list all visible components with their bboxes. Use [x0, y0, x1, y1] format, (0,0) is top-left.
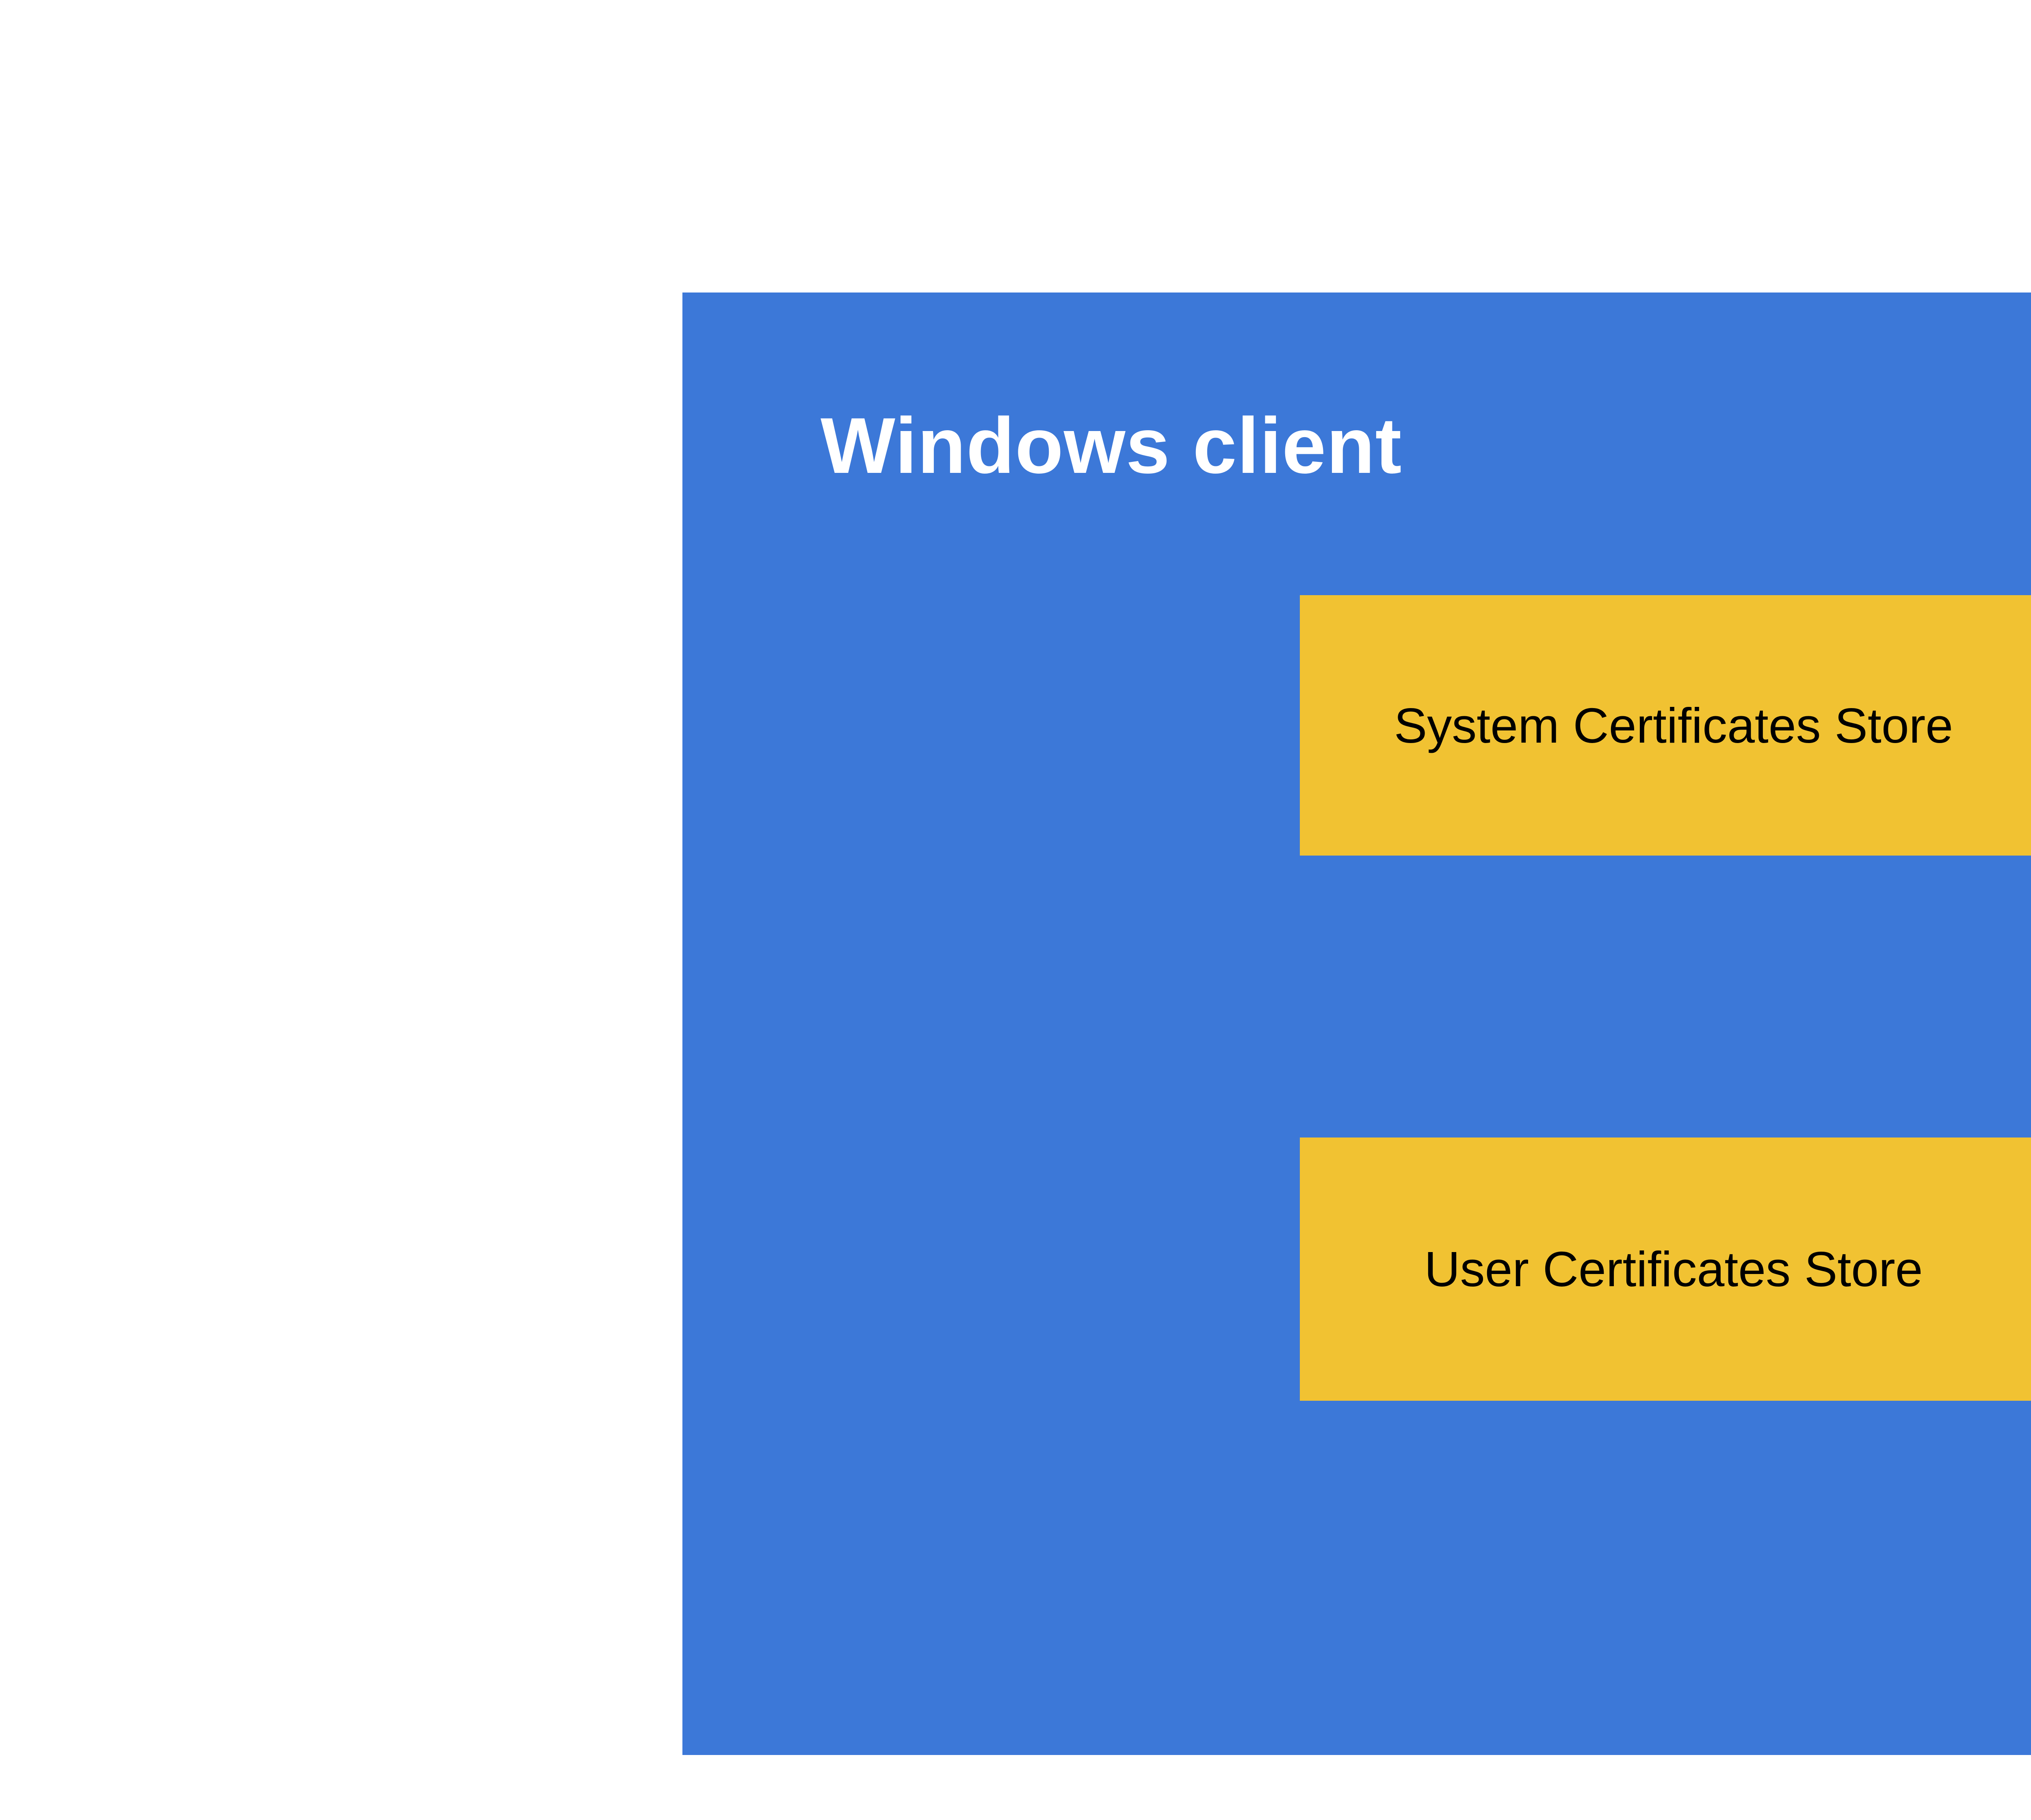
system-certificates-store-box: System Certificates Store	[1300, 595, 2031, 856]
windows-client-title: Windows client	[821, 401, 1402, 490]
user-certificates-store-box: User Certificates Store	[1300, 1138, 2031, 1401]
windows-client-box: Windows client	[682, 292, 2031, 1755]
user-certificates-store-label: User Certificates Store	[1424, 1242, 1923, 1297]
system-certificates-store-label: System Certificates Store	[1394, 698, 1953, 753]
